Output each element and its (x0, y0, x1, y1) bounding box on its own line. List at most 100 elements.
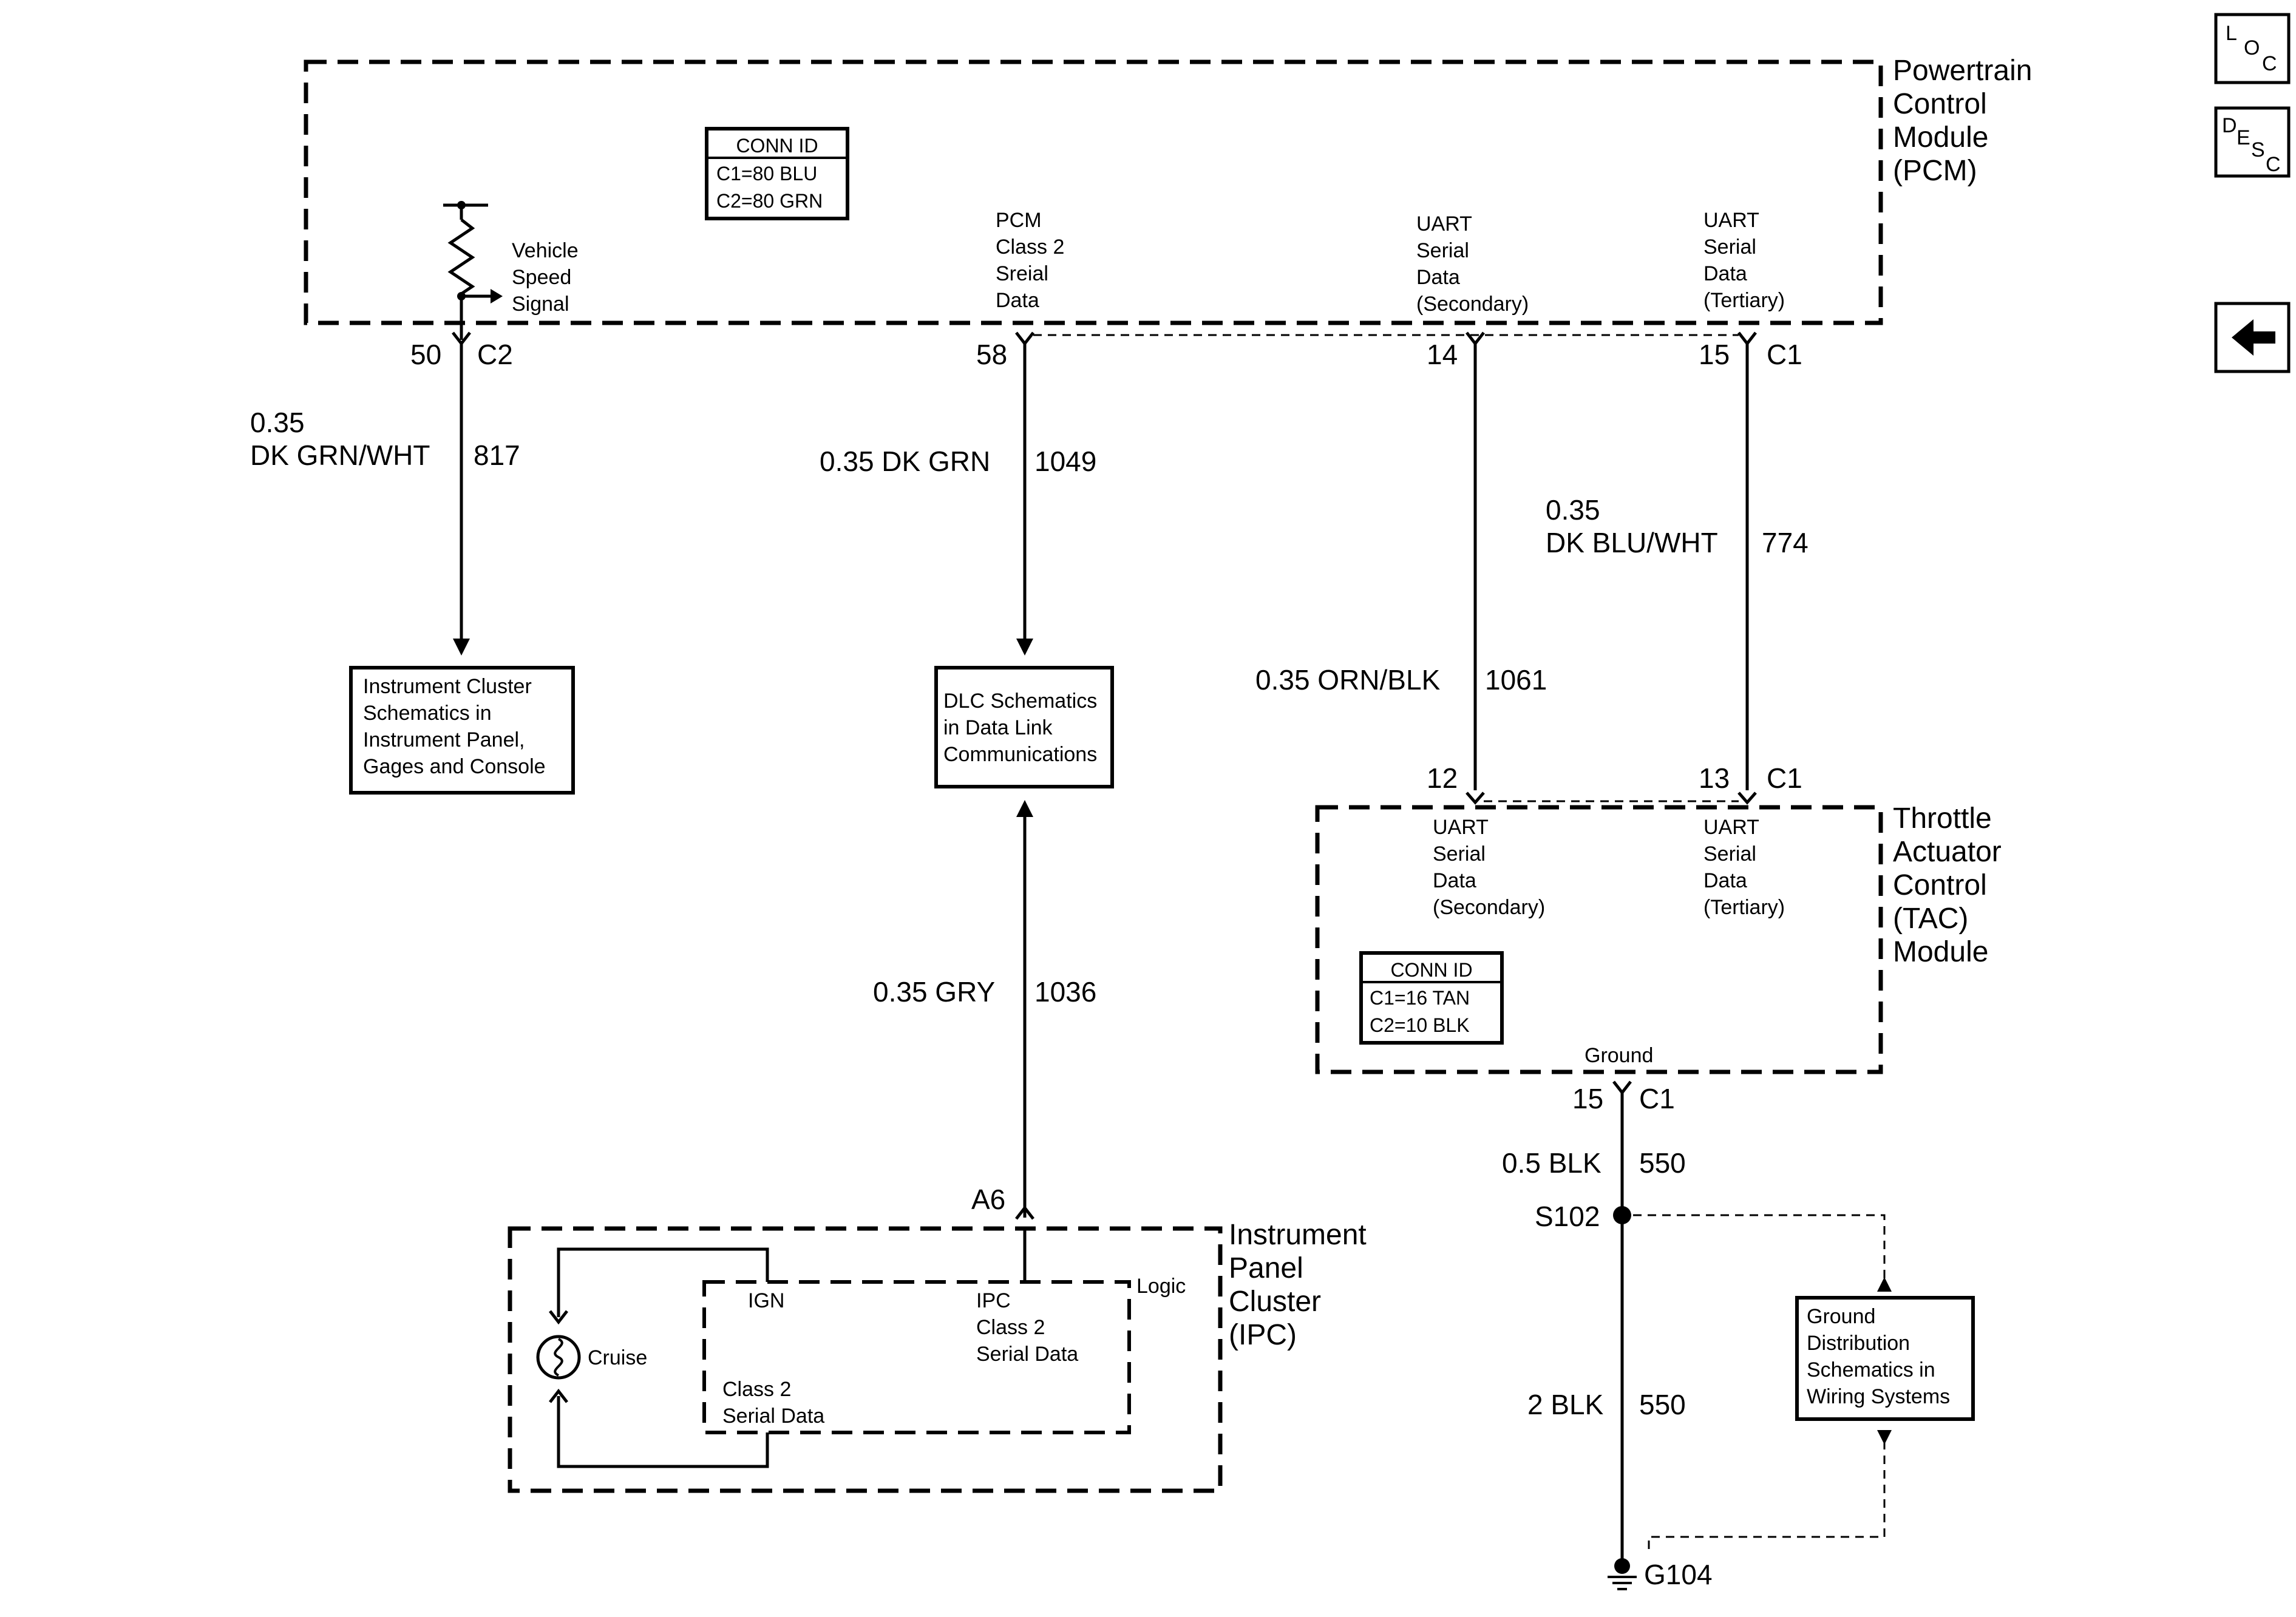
svg-text:Distribution: Distribution (1807, 1332, 1910, 1355)
svg-text:UART: UART (1703, 209, 1759, 232)
ipc-module-outline (508, 1226, 1223, 1493)
pcm-conn-id-box: CONN ID C1=80 BLU C2=80 GRN (705, 127, 849, 220)
svg-text:(Tertiary): (Tertiary) (1703, 896, 1785, 919)
desc-button[interactable]: D E S C (2214, 106, 2291, 178)
svg-text:Data: Data (1703, 262, 1747, 285)
svg-text:(IPC): (IPC) (1229, 1319, 1297, 1351)
resistor-icon (443, 201, 503, 340)
wire-550-upper-number: 550 (1639, 1147, 1686, 1179)
svg-text:Speed: Speed (512, 266, 571, 289)
wire-1049-label: 0.35 DK GRN (820, 446, 990, 477)
svg-text:D: D (2222, 114, 2237, 137)
svg-text:Serial Data: Serial Data (722, 1405, 824, 1428)
svg-text:Cluster: Cluster (1229, 1286, 1321, 1318)
wire-774-size: 0.35 (1546, 494, 1600, 526)
svg-text:UART: UART (1416, 212, 1472, 236)
svg-text:IPC: IPC (976, 1289, 1011, 1312)
pcm-module-name: Powertrain Control Module (PCM) (1893, 55, 2032, 187)
svg-text:C: C (2262, 52, 2277, 75)
instrument-cluster-ref-box[interactable]: Instrument Cluster Schematics in Instrum… (349, 666, 575, 795)
tac-ground-pin (1612, 1080, 1632, 1096)
svg-text:C2=10 BLK: C2=10 BLK (1370, 1014, 1470, 1036)
ipc-logic-label: Logic (1136, 1275, 1186, 1298)
pcm-connector-pins (452, 331, 1757, 347)
svg-text:Module: Module (1893, 121, 1988, 154)
wire-817-number: 817 (474, 439, 520, 471)
svg-text:CONN ID: CONN ID (1390, 959, 1472, 981)
tac-module-outline (1315, 805, 1883, 1074)
wire-1036-label: 0.35 GRY (873, 976, 995, 1008)
svg-text:(PCM): (PCM) (1893, 155, 1977, 187)
svg-text:Vehicle: Vehicle (512, 239, 579, 262)
svg-text:DLC Schematics: DLC Schematics (943, 690, 1097, 713)
pcm-uart-secondary-label: UART Serial Data (Secondary) (1416, 212, 1529, 316)
wire-817-size: 0.35 (250, 407, 305, 438)
svg-text:Instrument Panel,: Instrument Panel, (363, 728, 525, 751)
pin-a6-connector (1015, 1205, 1034, 1220)
svg-text:Gages and Console: Gages and Console (363, 755, 546, 778)
ground-icon (1608, 1558, 1637, 1590)
svg-text:Serial: Serial (1416, 239, 1469, 262)
connector-c1: C1 (1767, 339, 1802, 370)
pin-15: 15 (1699, 339, 1730, 370)
tac-module-name: Throttle Actuator Control (TAC) Module (1893, 802, 2002, 968)
connector-c1-tac: C1 (1767, 762, 1802, 794)
arrow-up-icon (1877, 1277, 1892, 1292)
svg-text:Data: Data (1416, 266, 1460, 289)
svg-text:UART: UART (1433, 816, 1489, 839)
svg-text:C1=80 BLU: C1=80 BLU (716, 163, 817, 185)
arrow-down-icon (1016, 639, 1033, 656)
svg-text:UART: UART (1703, 816, 1759, 839)
pin-15-tac: 15 (1572, 1083, 1603, 1114)
svg-text:(TAC): (TAC) (1893, 903, 1968, 935)
svg-text:Control: Control (1893, 869, 1987, 901)
splice-s102: S102 (1535, 1201, 1600, 1232)
arrow-down-icon (453, 639, 470, 656)
svg-text:Throttle: Throttle (1893, 802, 1992, 835)
wire-774-number: 774 (1762, 527, 1809, 558)
back-button[interactable] (2214, 302, 2291, 373)
svg-text:Serial: Serial (1703, 842, 1756, 866)
svg-text:CONN ID: CONN ID (736, 135, 818, 157)
svg-text:Powertrain: Powertrain (1893, 55, 2032, 87)
loc-button[interactable]: L O C (2214, 13, 2291, 84)
dlc-ref-box[interactable]: DLC Schematics in Data Link Communicatio… (934, 666, 1114, 788)
ipc-logic-outline (702, 1280, 1131, 1434)
wire-1049-number: 1049 (1034, 446, 1096, 477)
svg-text:Serial: Serial (1433, 842, 1486, 866)
svg-text:C: C (2266, 153, 2281, 176)
svg-text:(Tertiary): (Tertiary) (1703, 289, 1785, 312)
svg-text:Ground: Ground (1807, 1305, 1875, 1328)
svg-text:Data: Data (996, 289, 1039, 312)
svg-text:S: S (2251, 138, 2265, 161)
wire-550-upper-label: 0.5 BLK (1502, 1147, 1601, 1179)
wire-550-lower-label: 2 BLK (1527, 1389, 1604, 1420)
wire-550-lower-number: 550 (1639, 1389, 1686, 1420)
svg-text:E: E (2237, 126, 2250, 149)
svg-text:L: L (2226, 22, 2237, 45)
arrow-up-icon (1016, 800, 1033, 817)
ground-g104: G104 (1644, 1559, 1713, 1590)
svg-text:Panel: Panel (1229, 1252, 1303, 1284)
svg-text:(Secondary): (Secondary) (1433, 896, 1545, 919)
wire-774-color: DK BLU/WHT (1546, 527, 1718, 558)
arrow-down-icon (1877, 1430, 1892, 1445)
left-arrow-icon (2232, 319, 2275, 356)
tac-uart-tertiary-label: UART Serial Data (Tertiary) (1703, 816, 1785, 919)
vehicle-speed-signal-label: Vehicle Speed Signal (512, 239, 579, 316)
ground-distribution-ref-box[interactable]: Ground Distribution Schematics in Wiring… (1795, 1296, 1975, 1421)
svg-text:Class 2: Class 2 (976, 1316, 1045, 1339)
cruise-upper-arrow-icon (549, 1310, 568, 1325)
svg-text:Signal: Signal (512, 293, 569, 316)
svg-text:Control: Control (1893, 88, 1987, 120)
svg-text:Instrument: Instrument (1229, 1219, 1367, 1251)
connector-c1-ground: C1 (1639, 1083, 1675, 1114)
pin-14: 14 (1427, 339, 1458, 370)
svg-text:(Secondary): (Secondary) (1416, 293, 1529, 316)
svg-text:PCM: PCM (996, 209, 1042, 232)
svg-text:Communications: Communications (943, 743, 1097, 766)
tac-uart-secondary-label: UART Serial Data (Secondary) (1433, 816, 1545, 919)
connector-c2: C2 (477, 339, 513, 370)
tac-connector-pins (1466, 792, 1757, 805)
